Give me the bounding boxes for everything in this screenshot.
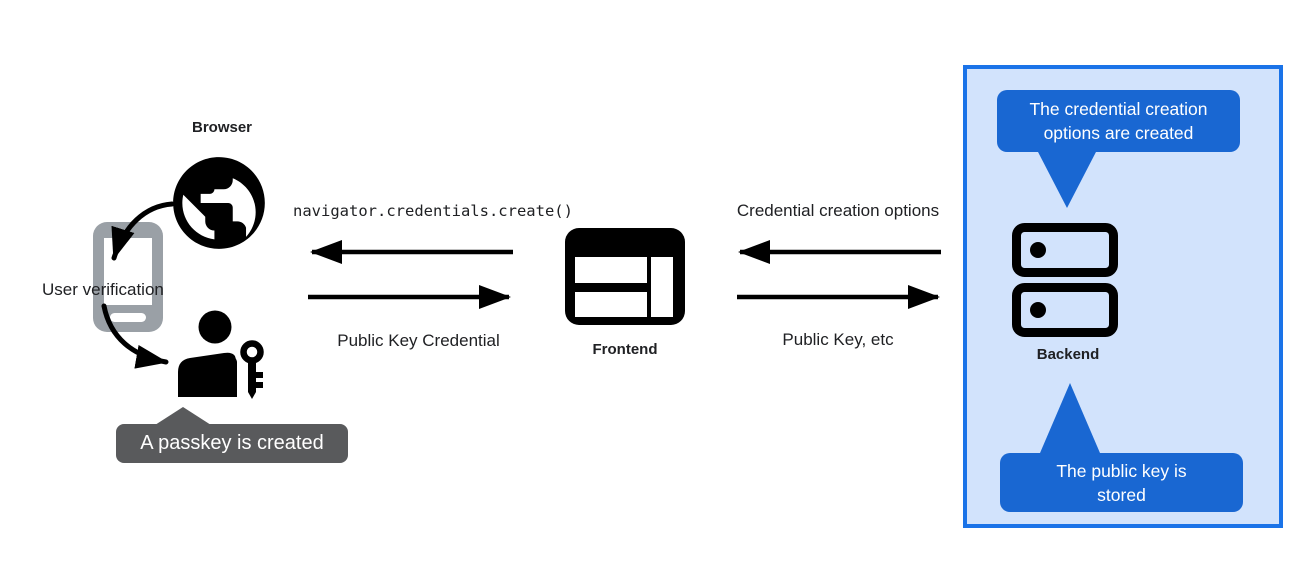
tooltip-line: The credential creation [1029,99,1208,119]
passkey-created-tooltip: A passkey is created [116,407,348,463]
public-key-credential-label: Public Key Credential [337,331,500,350]
tooltip-line: stored [1097,484,1146,505]
credential-options-created-tooltip: The credential creation options are crea… [997,90,1240,152]
backend-label: Backend [1036,346,1100,363]
tooltip-line: options are created [1043,123,1194,143]
user-verification-label: User verification [42,280,164,299]
backend-panel: The credential creation options are crea… [963,65,1283,528]
tooltip-pointer-down [1037,150,1097,208]
server-stack-icon [1012,223,1118,337]
person-with-key-icon [178,310,270,399]
tooltip-line: The public key is [1056,460,1187,481]
public-key-stored-tooltip: The public key is stored [1000,453,1243,512]
credential-creation-options-label: Credential creation options [736,201,940,220]
globe-icon [173,157,265,249]
frontend-label: Frontend [592,341,658,358]
public-key-etc-label: Public Key, etc [782,330,894,349]
tooltip-pointer-up [1040,383,1100,453]
passkey-created-tooltip-text: A passkey is created [140,432,324,454]
browser-window-icon [565,228,685,325]
smartphone-icon [93,222,163,332]
navigator-credentials-create-label: navigator.credentials.create() [293,202,573,220]
browser-label: Browser [191,119,253,136]
tooltip-pointer-up [155,407,211,425]
